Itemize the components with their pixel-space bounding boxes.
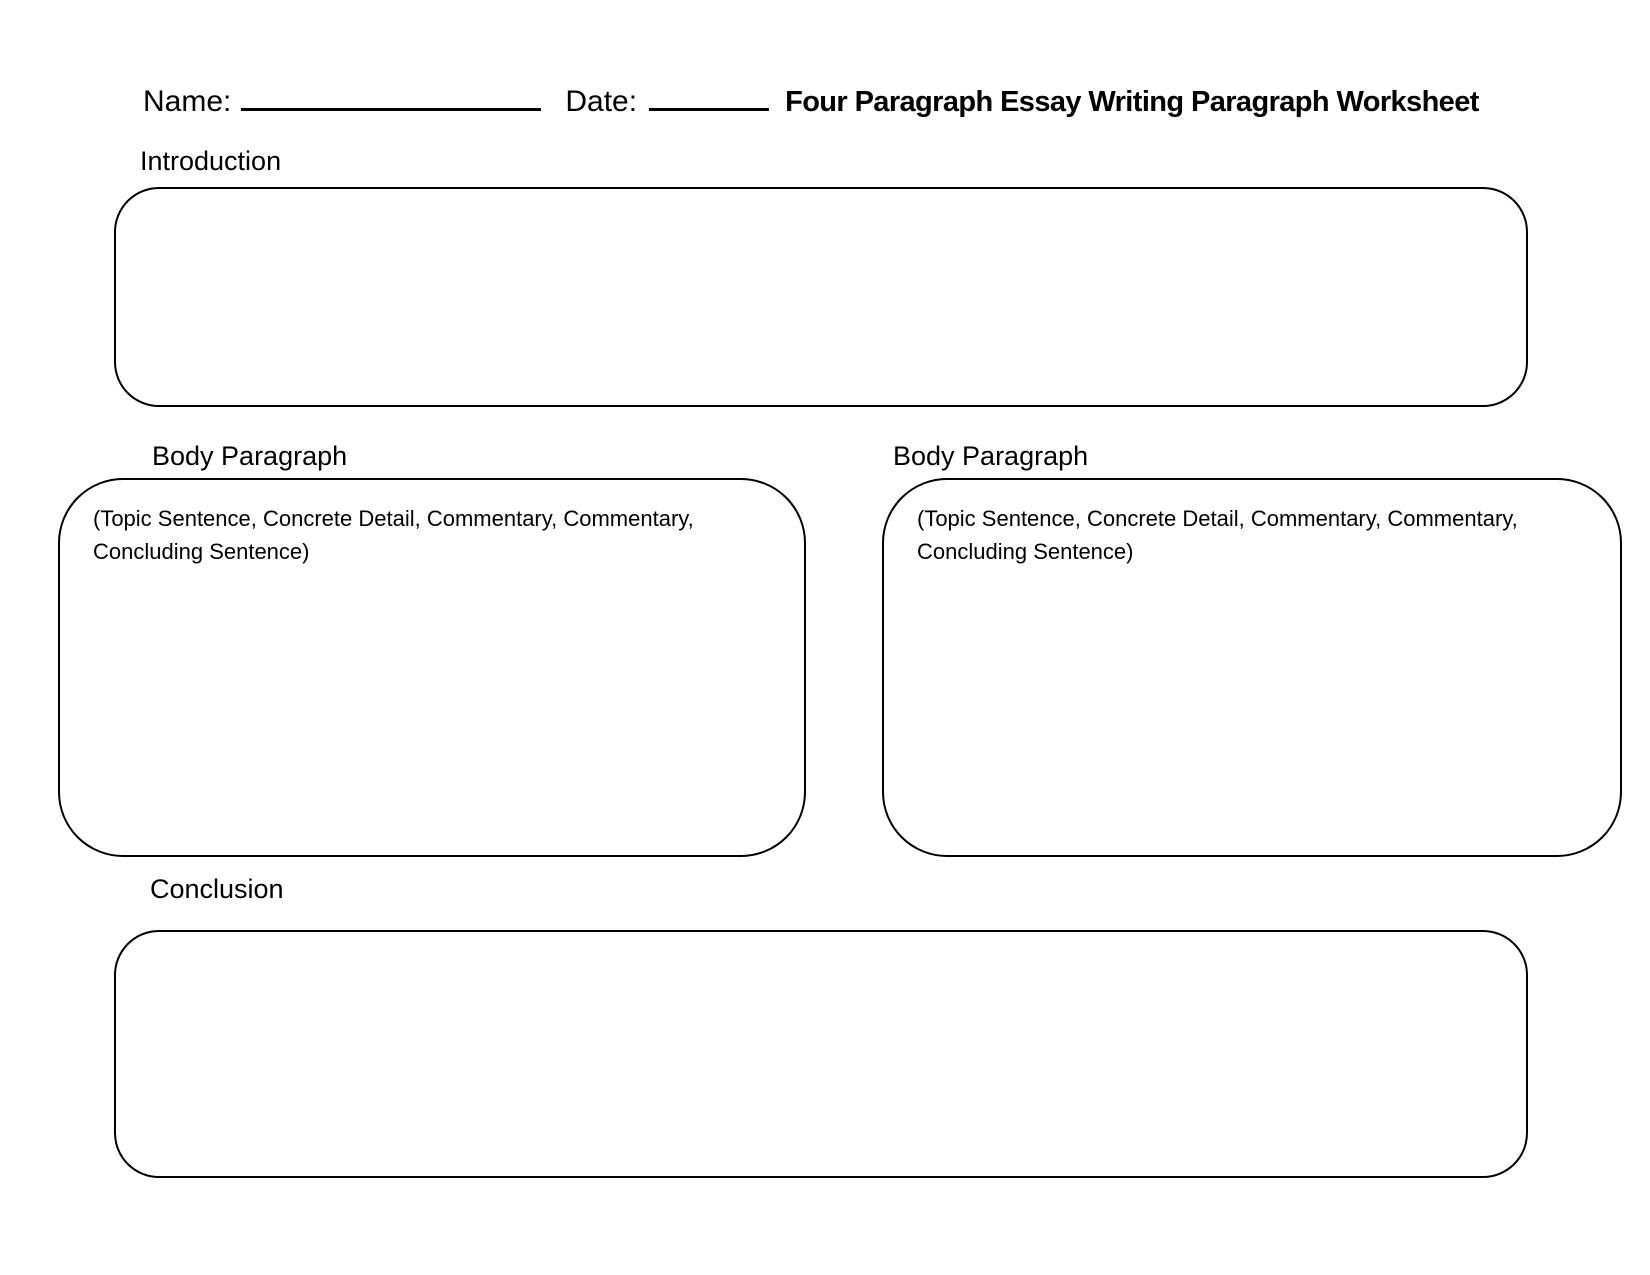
conclusion-write-box[interactable] bbox=[114, 930, 1528, 1178]
date-label: Date: bbox=[565, 85, 638, 118]
page-title: Four Paragraph Essay Writing Paragraph W… bbox=[785, 86, 1479, 118]
hint-line: Concluding Sentence) bbox=[93, 539, 310, 564]
introduction-label: Introduction bbox=[140, 146, 282, 176]
conclusion-label: Conclusion bbox=[150, 874, 284, 904]
body-paragraph-right-write-box[interactable]: (Topic Sentence, Concrete Detail, Commen… bbox=[882, 478, 1622, 857]
name-blank-field[interactable] bbox=[241, 72, 542, 111]
body-paragraph-left-hint: (Topic Sentence, Concrete Detail, Commen… bbox=[60, 480, 804, 568]
header-row: Name: Date: Four Paragraph Essay Writing… bbox=[143, 72, 1479, 119]
body-paragraph-right-hint: (Topic Sentence, Concrete Detail, Commen… bbox=[884, 480, 1620, 568]
body-paragraph-left-write-box[interactable]: (Topic Sentence, Concrete Detail, Commen… bbox=[58, 478, 806, 857]
body-paragraph-right-label: Body Paragraph bbox=[893, 441, 1089, 471]
hint-line: Concluding Sentence) bbox=[917, 539, 1134, 564]
hint-line: (Topic Sentence, Concrete Detail, Commen… bbox=[917, 506, 1518, 531]
body-paragraph-left-label: Body Paragraph bbox=[152, 441, 348, 471]
date-blank-field[interactable] bbox=[649, 72, 770, 111]
introduction-write-box[interactable] bbox=[114, 187, 1528, 407]
hint-line: (Topic Sentence, Concrete Detail, Commen… bbox=[93, 506, 694, 531]
name-label: Name: bbox=[143, 85, 232, 118]
